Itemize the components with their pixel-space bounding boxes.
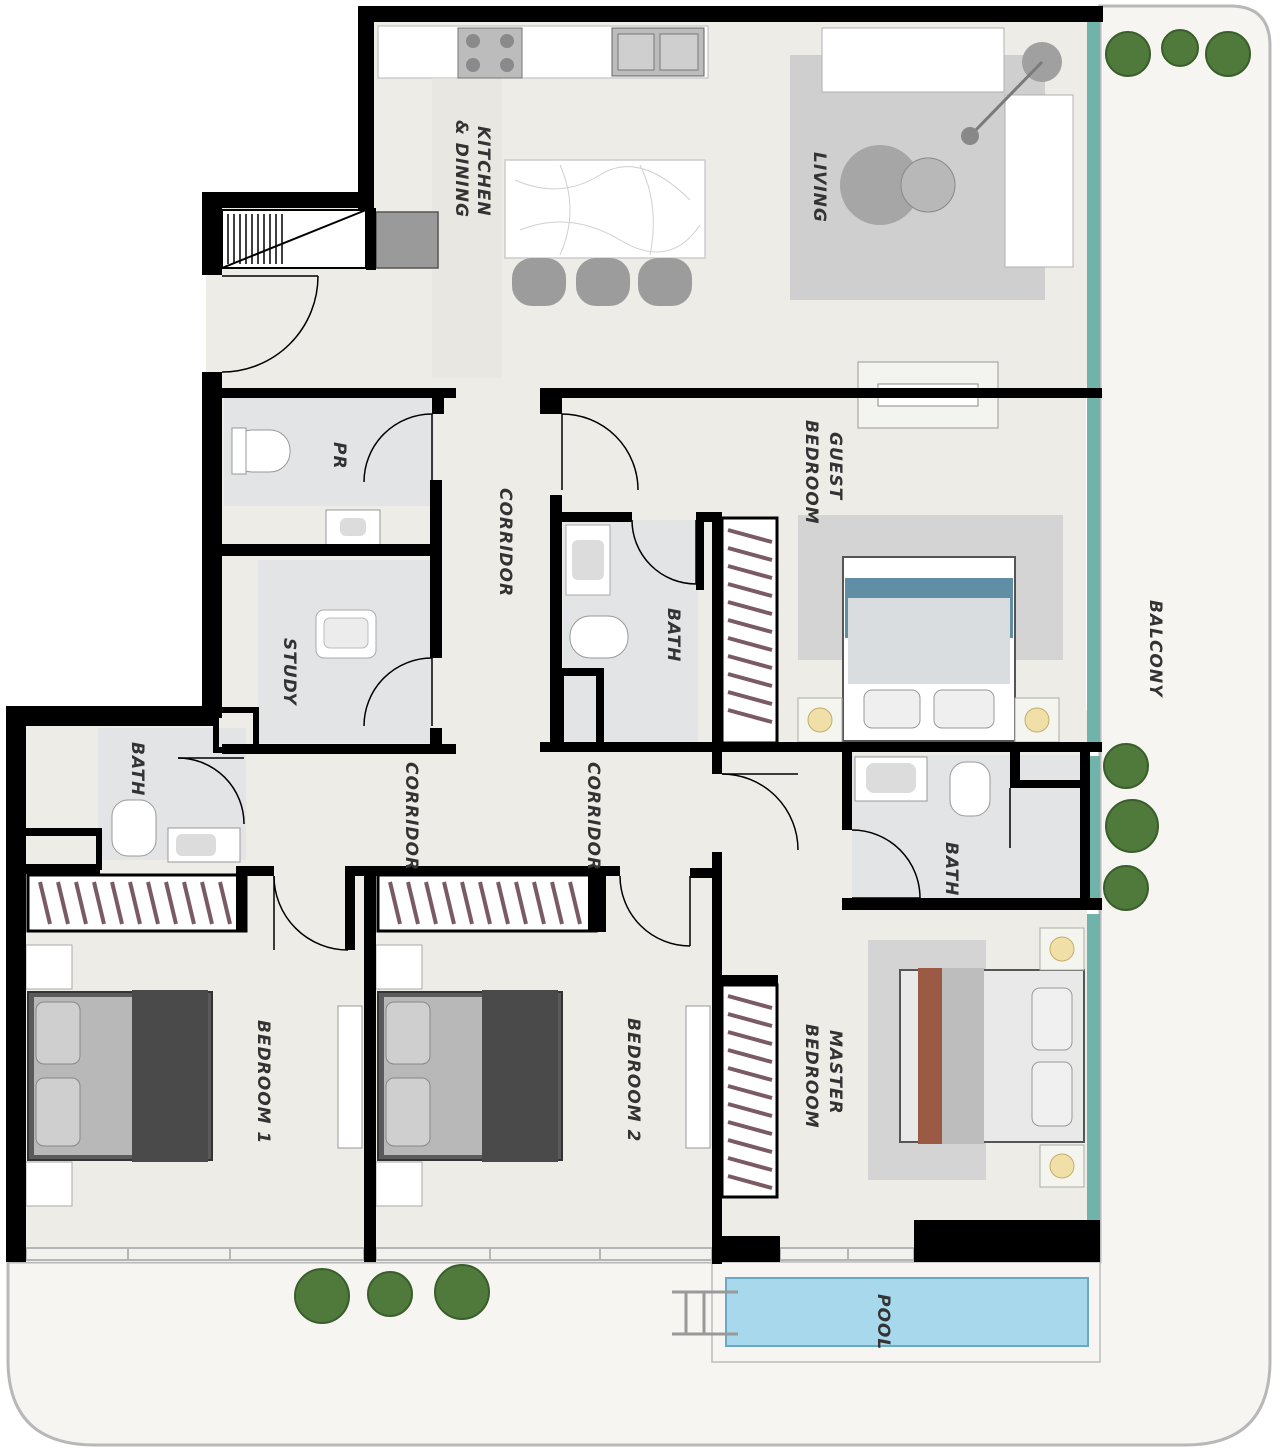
kitchen-counter [377, 25, 709, 378]
walls [6, 6, 1103, 1264]
master-pillow-bottom [1031, 1061, 1073, 1127]
bed2-pillow-bottom [385, 1077, 431, 1147]
glazing [1087, 22, 1100, 1220]
guest-lamp-right-icon [1024, 707, 1050, 733]
stair-hatch [221, 209, 367, 269]
floor-lamp-base [961, 127, 979, 145]
master-lamp-top-icon [1049, 936, 1075, 962]
island-marble-veins [514, 164, 701, 256]
bed2-nightstand-top [375, 944, 423, 990]
side-table [900, 157, 956, 213]
label-pr: PR [329, 442, 349, 470]
plant-icon [434, 1264, 490, 1320]
bed2-throw [482, 990, 558, 1162]
bedroom1-wardrobe [26, 873, 248, 933]
guest-bed-sheet [848, 598, 1010, 684]
coffee-table [840, 145, 920, 225]
label-corridor-left: CORRIDOR [401, 762, 421, 871]
master-bath-fixtures [854, 756, 991, 817]
guest-lamp-left-icon [807, 707, 833, 733]
bed1-nightstand-bottom [25, 1161, 73, 1207]
label-balcony: BALCONY [1145, 600, 1165, 698]
plant-icon [1103, 865, 1149, 911]
label-kitchen-line2: & DINING [451, 120, 471, 218]
label-bedroom2: BEDROOM 2 [623, 1018, 643, 1142]
bed1-pillow-bottom [35, 1077, 81, 1147]
label-bath-bed1: BATH [127, 742, 147, 796]
plant-icon [1161, 29, 1199, 67]
plants [294, 29, 1251, 1324]
label-pool: POOL [873, 1294, 893, 1350]
label-kitchen-line1: KITCHEN [473, 126, 493, 217]
guest-pillow-right [933, 689, 995, 729]
label-guest-line1: GUEST [825, 432, 845, 501]
bath1-fixtures [111, 799, 241, 863]
bar-stools [512, 258, 692, 306]
label-corridor-main: CORRIDOR [495, 488, 515, 597]
bed2-tv [685, 1005, 711, 1149]
bedroom2-wardrobe [376, 873, 598, 933]
fridge [375, 211, 439, 269]
master-wardrobe [720, 983, 779, 1199]
label-study: STUDY [279, 638, 299, 706]
balcony-terrace [6, 4, 1272, 1447]
label-bedroom1: BEDROOM 1 [253, 1020, 273, 1144]
bed1-throw [132, 990, 208, 1162]
plant-icon [1103, 743, 1149, 789]
bed1-tv [337, 1005, 363, 1149]
label-corridor-right: CORRIDOR [583, 762, 603, 871]
plant-icon [367, 1271, 413, 1317]
plant-icon [1105, 799, 1159, 853]
plant-icon [294, 1268, 350, 1324]
door-swings [177, 275, 1011, 951]
label-living: LIVING [809, 152, 829, 223]
label-bath-master: BATH [941, 842, 961, 896]
kitchen-island [504, 159, 706, 259]
bed1-pillow-top [35, 1001, 81, 1065]
master-bed-throw [942, 968, 984, 1144]
pool-ladder [672, 1290, 738, 1336]
label-bath-guest: BATH [663, 608, 683, 662]
master-pillow-top [1031, 987, 1073, 1051]
plant-icon [1205, 31, 1251, 77]
sofa-top [821, 27, 1005, 93]
master-lamp-bottom-icon [1049, 1153, 1075, 1179]
sofa-side [1004, 94, 1074, 268]
south-windows [25, 1247, 915, 1261]
bed2-nightstand-bottom [375, 1161, 423, 1207]
guest-pillow-left [863, 689, 921, 729]
bed1-nightstand-top [25, 944, 73, 990]
plant-icon [1105, 31, 1151, 77]
pr-fixtures [231, 427, 381, 546]
guest-bath-fixtures [565, 524, 629, 659]
label-guest-line2: BEDROOM [801, 420, 821, 525]
study-furniture [315, 609, 377, 659]
master-bed-runner [918, 968, 942, 1144]
floor-lamp-arm [968, 60, 1044, 138]
bed2-pillow-top [385, 1001, 431, 1065]
label-master-line1: MASTER [825, 1030, 845, 1115]
pool-water [725, 1277, 1089, 1347]
label-master-line2: BEDROOM [801, 1024, 821, 1129]
guest-wardrobe [720, 516, 779, 745]
